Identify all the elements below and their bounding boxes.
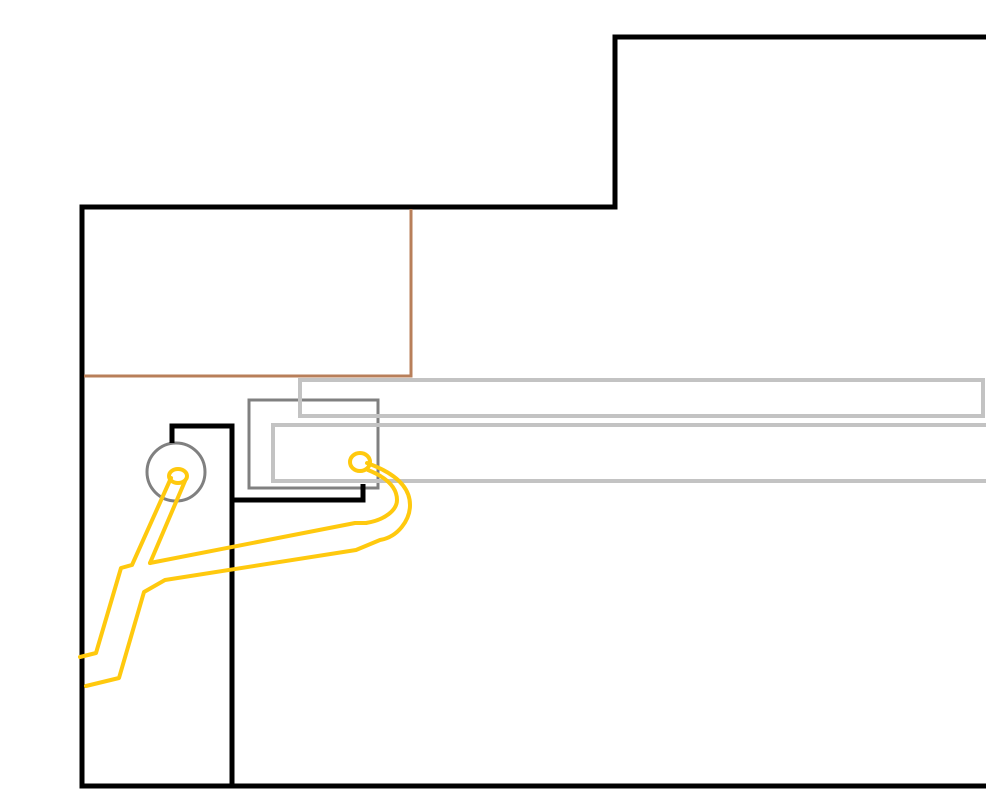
light-gray-bar-lower — [271, 423, 986, 483]
black-pipe-branch — [232, 484, 366, 503]
light-gray-bar-upper — [298, 378, 985, 418]
black-pipe-line — [169, 423, 235, 786]
brown-partition — [84, 209, 413, 378]
yellow-wire — [78, 451, 412, 688]
yellow-wire-loop-left — [167, 467, 189, 485]
gray-square-box — [247, 398, 380, 490]
yellow-wire-inner-strand — [148, 468, 399, 565]
yellow-wire-outer-strand — [78, 461, 412, 688]
